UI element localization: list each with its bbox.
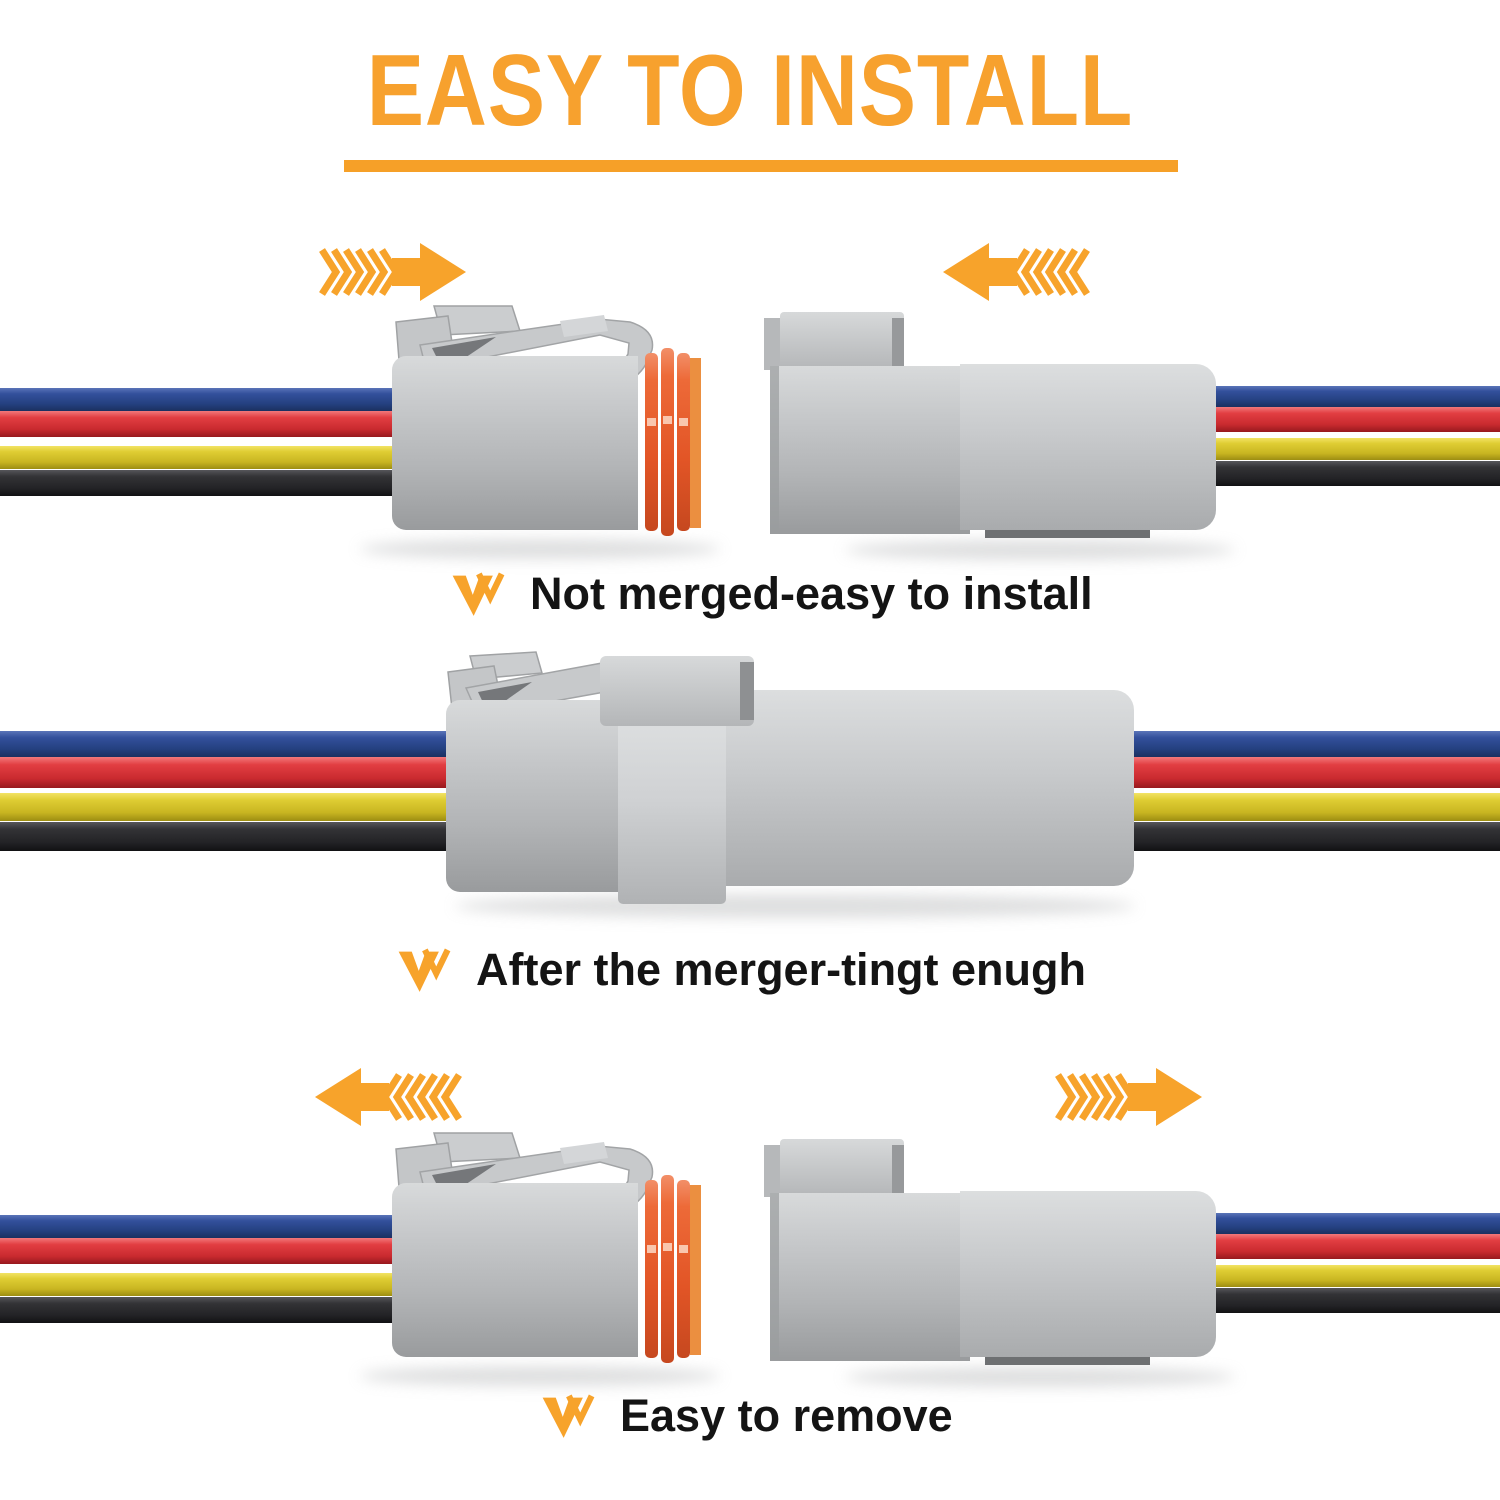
male-connector-unplugged [764, 312, 1500, 560]
step2-illustration [0, 651, 1500, 918]
male-connector-removed [764, 1139, 1500, 1387]
female-connector-unplugged [0, 306, 720, 559]
pull-left-arrow-icon [315, 1068, 459, 1126]
step1-caption-text: Not merged-easy to install [530, 568, 1093, 619]
step3-caption-text: Easy to remove [620, 1390, 953, 1441]
step1-caption: Not merged-easy to install [450, 568, 1093, 620]
page-title: EASY TO INSTALL [366, 35, 1134, 147]
double-chevron-v-icon [452, 572, 505, 616]
latch-tab-engaged [600, 656, 754, 726]
step3-illustration [0, 1068, 1500, 1387]
double-chevron-v-icon [398, 948, 451, 992]
push-left-arrow-icon [943, 243, 1087, 301]
step2-caption-text: After the merger-tingt enugh [476, 944, 1087, 995]
step2-caption: After the merger-tingt enugh [396, 944, 1086, 996]
pull-right-arrow-icon [1058, 1068, 1202, 1126]
title-underline [344, 160, 1178, 172]
step1-illustration [0, 243, 1500, 560]
push-right-arrow-icon [322, 243, 466, 301]
female-connector-removed [0, 1133, 720, 1386]
double-chevron-v-icon [542, 1394, 595, 1438]
step3-caption: Easy to remove [540, 1390, 953, 1442]
